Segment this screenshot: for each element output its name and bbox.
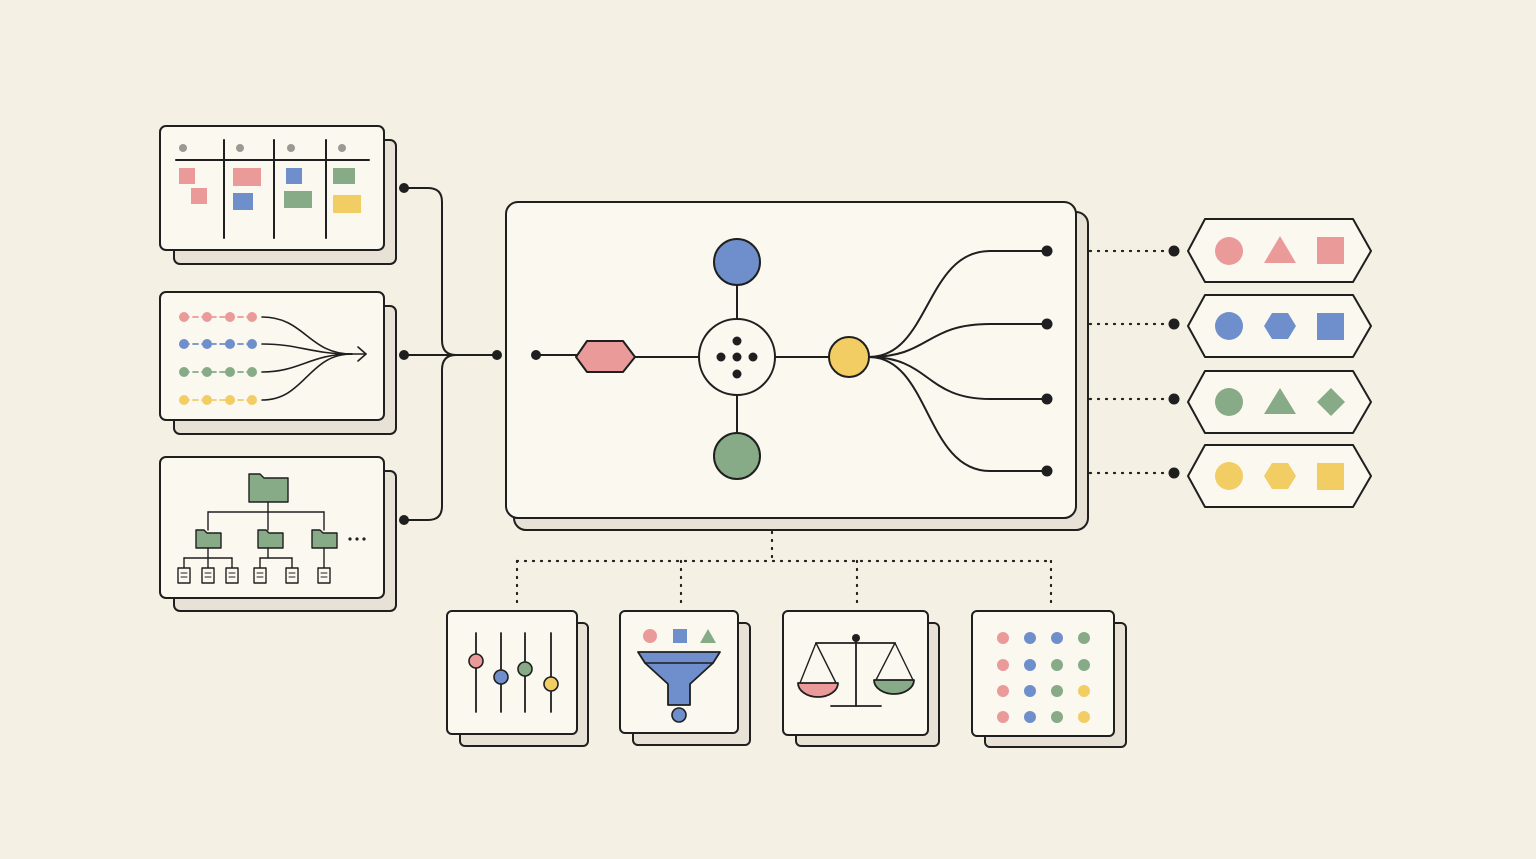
output-tag-blue — [1187, 294, 1372, 358]
circle-icon — [1215, 237, 1243, 265]
circle-icon — [1215, 462, 1243, 490]
dot-grid-icon — [997, 632, 1090, 723]
kanban-board-card — [159, 125, 397, 265]
sliders-tool-card — [446, 610, 589, 747]
merging-streams-card — [159, 291, 397, 435]
yellow-circle-node — [828, 336, 870, 378]
circle-icon — [1215, 388, 1243, 416]
folder-tree-card — [159, 456, 397, 612]
dot-grid-tool-card — [971, 610, 1127, 748]
output-connectors — [1088, 249, 1170, 475]
scale-icon — [797, 634, 915, 707]
merging-streams-icon — [179, 312, 367, 405]
blue-circle-node — [713, 238, 761, 286]
output-tag-red — [1187, 218, 1372, 283]
green-circle-node — [713, 432, 761, 480]
hexagon-icon — [1264, 463, 1296, 489]
central-processing-card — [505, 201, 1089, 531]
red-hexagon-node — [575, 340, 636, 373]
funnel-icon — [637, 629, 721, 723]
kanban-board-icon — [175, 139, 370, 239]
circle-icon — [1215, 312, 1243, 340]
sliders-icon — [468, 632, 559, 713]
output-tag-yellow — [1187, 444, 1372, 508]
triangle-icon — [1264, 388, 1296, 414]
balance-scale-tool-card — [782, 610, 940, 747]
output-tag-green — [1187, 370, 1372, 434]
square-icon — [1317, 463, 1344, 490]
diamond-icon — [1317, 388, 1345, 416]
center-dots-node — [698, 318, 776, 396]
fan-out-branches — [868, 245, 1053, 477]
square-icon — [1317, 237, 1344, 264]
folder-tree-icon — [177, 473, 366, 584]
hexagon-icon — [1264, 313, 1296, 339]
square-icon — [1317, 313, 1344, 340]
tool-connectors — [515, 530, 1053, 609]
triangle-icon — [1264, 236, 1296, 263]
filter-funnel-tool-card — [619, 610, 751, 746]
input-connectors — [399, 183, 502, 525]
